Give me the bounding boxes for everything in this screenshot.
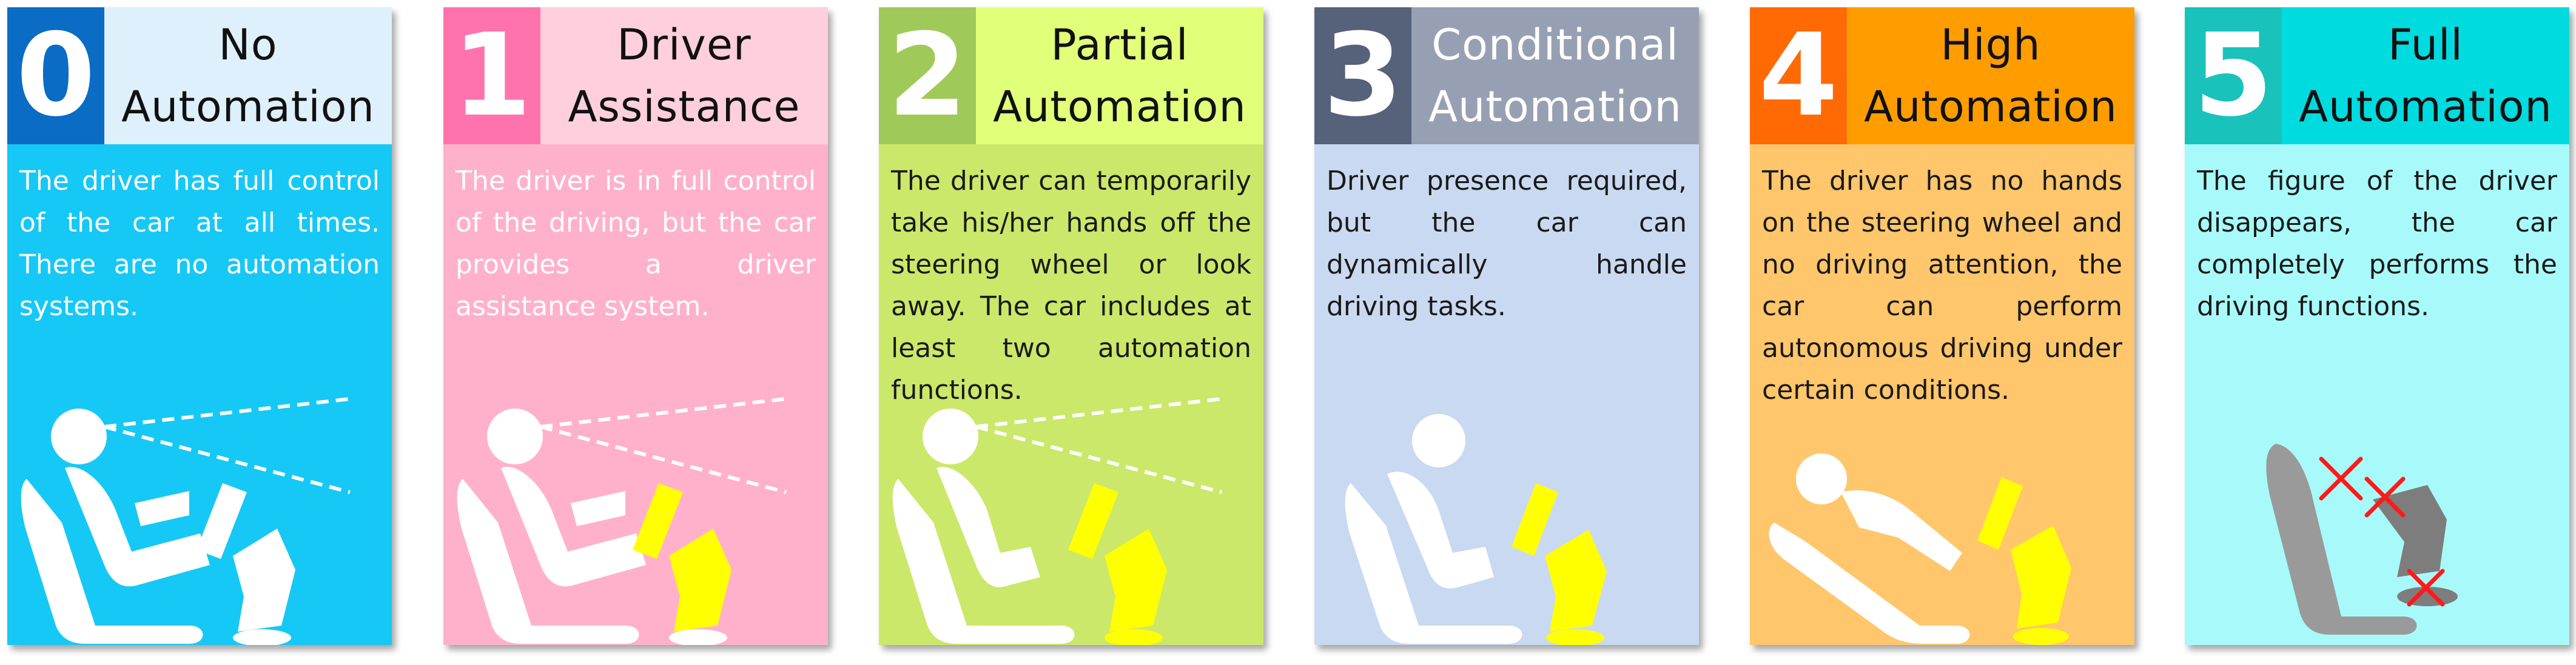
level-0-header: 0 No Automation [7, 7, 392, 144]
level-2-title: Partial Automation [976, 7, 1263, 144]
level-1-title: Driver Assistance [540, 7, 828, 144]
level-3-card: 3 Conditional Automation Driver presence… [1314, 7, 1699, 645]
level-4-description: The driver has no hands on the steering … [1762, 165, 2122, 406]
level-3-description: Driver presence required, but the car ca… [1327, 165, 1687, 322]
level-1-number: 1 [443, 7, 540, 144]
level-5-card: 5 Full Automation The figure of the driv… [2185, 7, 2569, 645]
seated-driver-conditional-automation-icon [1345, 414, 1607, 645]
level-0-number: 0 [7, 7, 104, 144]
level-2-number: 2 [879, 7, 976, 144]
seated-driver-partial-automation-icon [892, 397, 1222, 645]
level-1-card: 1 Driver Assistance The driver is in ful… [443, 7, 828, 645]
level-3-title: Conditional Automation [1411, 7, 1699, 144]
level-0-title: No Automation [104, 7, 392, 144]
level-4-header: 4 High Automation [1750, 7, 2134, 144]
seated-driver-with-assistance-icon [457, 397, 787, 645]
level-0-card: 0 No Automation The driver has full cont… [7, 7, 392, 645]
level-4-number: 4 [1750, 7, 1847, 144]
level-0-description: The driver has full control of the car a… [19, 165, 380, 322]
level-2-description: The driver can temporarily take his/her … [891, 165, 1251, 406]
level-5-number: 5 [2185, 7, 2282, 144]
reclined-driver-high-automation-icon [1769, 453, 2071, 645]
level-3-header: 3 Conditional Automation [1314, 7, 1699, 144]
seated-driver-full-control-icon [21, 397, 351, 645]
level-4-title: High Automation [1847, 7, 2134, 144]
level-2-card: 2 Partial Automation The driver can temp… [879, 7, 1263, 645]
level-4-card: 4 High Automation The driver has no hand… [1750, 7, 2134, 645]
level-5-title: Full Automation [2282, 7, 2569, 144]
level-3-number: 3 [1314, 7, 1411, 144]
level-1-header: 1 Driver Assistance [443, 7, 828, 144]
level-1-description: The driver is in full control of the dri… [456, 165, 816, 322]
empty-seat-full-automation-icon [2266, 444, 2458, 635]
level-2-header: 2 Partial Automation [879, 7, 1263, 144]
level-5-header: 5 Full Automation [2185, 7, 2569, 144]
level-5-description: The figure of the driver disappears, the… [2197, 165, 2557, 322]
